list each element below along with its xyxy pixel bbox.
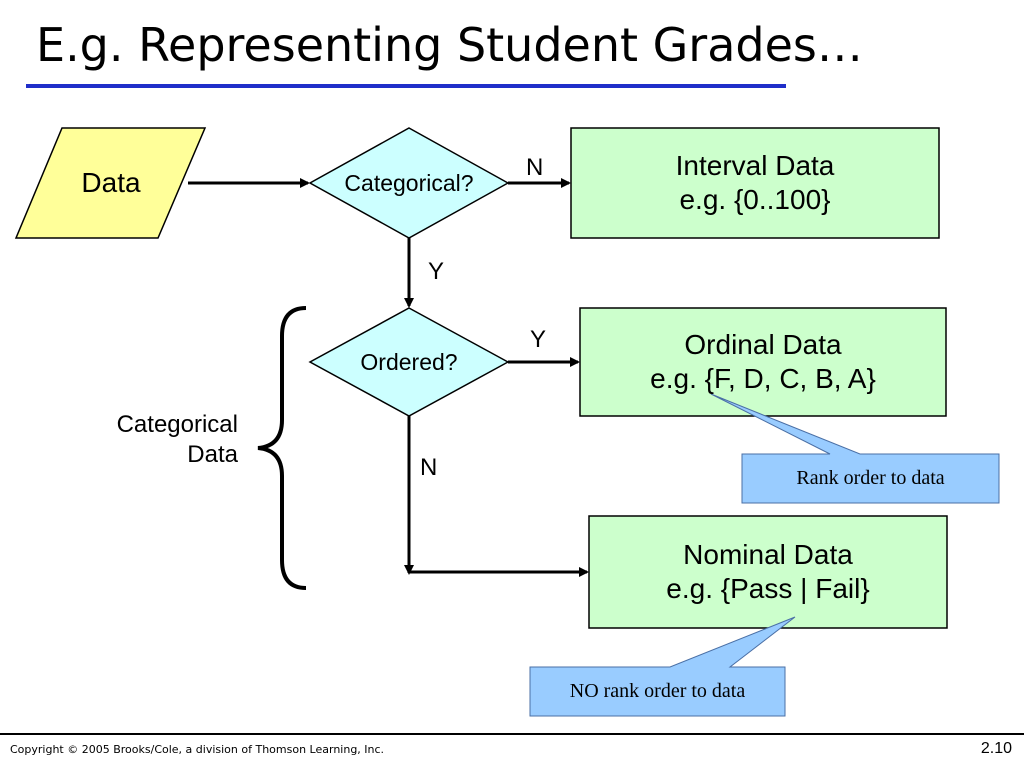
page-title: E.g. Representing Student Grades… bbox=[36, 18, 863, 72]
footer-divider bbox=[0, 733, 1024, 735]
nominal-node-shape bbox=[588, 515, 948, 629]
ordinal-callout-shape bbox=[710, 393, 1000, 504]
categorical-decision-shape bbox=[308, 127, 510, 239]
nominal-callout-shape bbox=[529, 616, 796, 717]
interval-node-shape bbox=[570, 127, 940, 239]
edge-label-categorical-yes: Y bbox=[428, 258, 445, 285]
categorical-data-label-line2: Data bbox=[187, 441, 238, 468]
nominal-callout-label: NO rank order to data bbox=[569, 680, 746, 702]
categorical-brace bbox=[257, 306, 307, 590]
edge-label-ordered-no: N bbox=[420, 454, 438, 481]
ordered-decision-shape bbox=[308, 307, 510, 417]
ordinal-node-shape bbox=[579, 307, 947, 417]
copyright-text: Copyright © 2005 Brooks/Cole, a division… bbox=[10, 743, 385, 756]
data-node-shape bbox=[14, 127, 207, 239]
categorical-data-label: Categorical Data bbox=[60, 410, 238, 470]
title-underline bbox=[26, 84, 786, 88]
categorical-data-label-line1: Categorical bbox=[116, 411, 238, 438]
slide-number: 2.10 bbox=[980, 740, 1012, 757]
edge-label-categorical-no: N bbox=[526, 154, 544, 181]
ordinal-callout-label: Rank order to data bbox=[796, 467, 945, 489]
edge-label-ordered-yes: Y bbox=[530, 326, 547, 353]
